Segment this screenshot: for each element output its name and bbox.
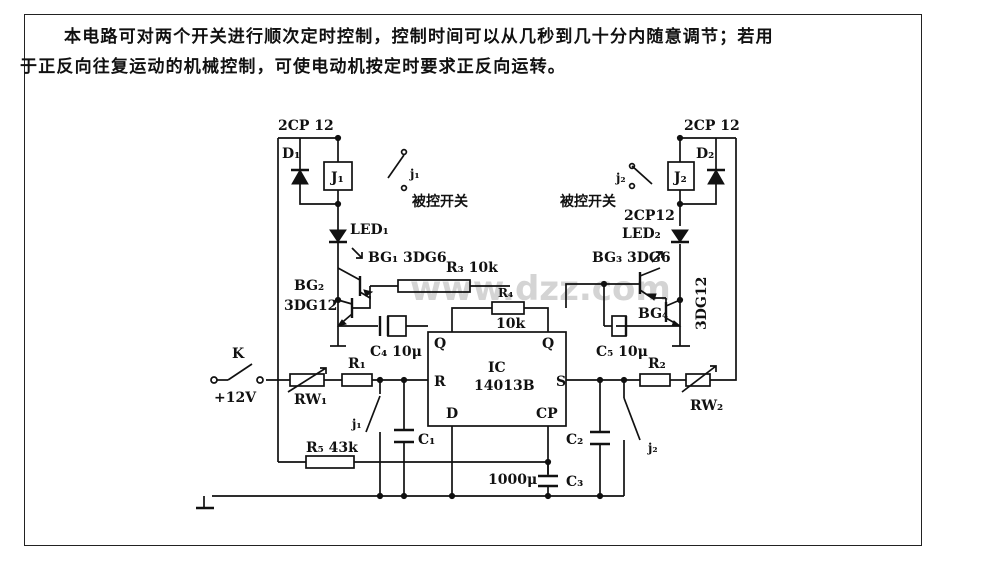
diode-d1 [291,162,309,190]
label-bg4-type: 3DG12 [694,277,710,330]
resistor-r2 [639,373,671,387]
label-contact-j2-top: j₂ [615,171,626,185]
label-bg2: BG₂ [294,278,324,294]
transistor-bg2 [336,296,371,327]
led1 [329,228,363,259]
description-line-2: 于正反向往复运动的机械控制，可使电动机按定时要求正反向运转。 [20,57,566,77]
led2 [651,229,689,263]
label-d2: D₂ [696,146,714,162]
label-ic-d: D [446,406,458,422]
label-ic-name: IC [488,360,506,376]
label-c5: C₅ 10μ [596,344,648,360]
transistor-bg4 [664,298,682,327]
resistor-r5 [305,455,355,469]
label-rw2: RW₂ [690,398,723,414]
capacitor-c5 [604,315,628,337]
transistor-bg1 [337,267,374,300]
label-bg1: BG₁ 3DG6 [368,250,447,266]
contact-j2-lower [623,397,641,441]
junction-dots [334,134,684,500]
label-k: K [232,346,245,362]
label-c3: C₃ [566,474,583,490]
description-text: 本电路可对两个开关进行顺次定时控制，控制时间可以从几秒到几十分内随意调节；若用 … [20,22,914,82]
capacitor-c1 [394,428,414,444]
figure-frame [24,14,922,546]
label-contact-j1-top: j₁ [409,167,420,181]
label-rw1: RW₁ [294,392,327,408]
relay-j1-coil [323,161,353,191]
resistor-r1 [341,373,373,387]
label-r4: R₄ [498,286,513,300]
ic-14013b [427,331,567,427]
label-r2: R₂ [648,356,666,372]
label-ic-s: S [556,374,566,390]
potentiometer-rw2[interactable] [681,365,717,393]
potentiometer-rw1[interactable] [287,367,327,393]
label-supply: +12V [214,390,257,406]
label-j1: J₁ [329,170,344,186]
label-r4-value: 10k [496,316,525,332]
label-c3-value: 1000μ [488,472,537,488]
relay-j2-coil [667,161,695,191]
label-d1: D₁ [282,146,300,162]
label-contact-j1-low: j₁ [351,417,362,431]
label-controlled-switch-right: 被控开关 [560,193,616,210]
transistor-bg3 [604,267,666,301]
label-ic-q-left: Q [434,336,446,352]
watermark: www.dzz.com [410,269,671,309]
label-bg2-type: 3DG12 [284,298,337,314]
capacitor-c4 [378,315,428,337]
capacitor-c3 [538,462,558,488]
label-bg4: BG₄ [638,306,668,322]
label-bg3: BG₃ 3DG6 [592,250,671,266]
label-ic-cp: CP [536,406,558,422]
label-led2: LED₂ [622,226,661,242]
label-r3: R₃ 10k [446,260,498,276]
label-c4: C₄ 10μ [370,344,422,360]
label-c1: C₁ [418,432,435,448]
contact-j2-upper [628,162,653,190]
label-2cp12-left: 2CP 12 [278,118,334,134]
label-ic-type: 14013B [474,378,535,394]
label-controlled-switch-left: 被控开关 [412,193,468,210]
diode-d2 [707,162,725,190]
capacitor-c2 [590,430,610,446]
description-line-1: 本电路可对两个开关进行顺次定时控制，控制时间可以从几秒到几十分内随意调节；若用 [64,27,774,47]
label-contact-j2-low: j₂ [647,441,658,455]
label-ic-r: R [434,374,446,390]
label-2cp12-right: 2CP 12 [684,118,740,134]
label-ic-q-right: Q [542,336,554,352]
label-led2-type: 2CP12 [624,208,675,224]
label-j2: J₂ [672,170,687,186]
label-r5: R₅ 43k [306,440,358,456]
resistor-r3 [397,279,471,293]
labels: 2CP 12 2CP 12 D₁ D₂ J₁ J₂ j₁ j₂ 被控开关 被控开… [214,118,740,490]
contact-j1-lower [365,395,381,433]
label-r1: R₁ [348,356,366,372]
switch-k[interactable] [210,363,264,384]
contact-j1-upper [387,148,408,192]
label-c2: C₂ [566,432,583,448]
label-led1: LED₁ [350,222,389,238]
resistor-r4 [491,301,525,315]
